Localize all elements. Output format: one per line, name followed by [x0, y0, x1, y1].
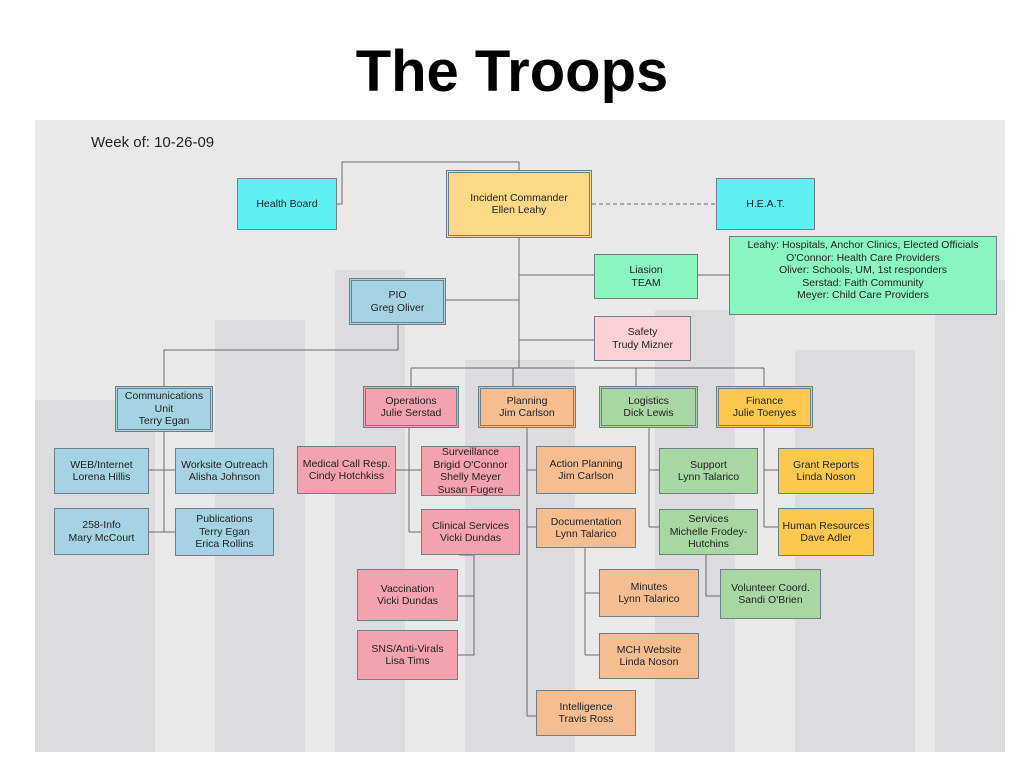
- background-building: [935, 280, 1005, 752]
- health-board-box: Health Board: [237, 178, 337, 230]
- medical-call-box: Medical Call Resp.Cindy Hotchkiss: [297, 446, 396, 494]
- volunteer-coord-box: Volunteer Coord.Sandi O'Brien: [720, 569, 821, 619]
- connector: [336, 161, 520, 205]
- page-title: The Troops: [355, 39, 669, 104]
- connector: [705, 555, 720, 597]
- connector: [458, 554, 475, 656]
- liaison-team-members-box: Leahy: Hospitals, Anchor Clinics, Electe…: [729, 236, 997, 315]
- heat-box: H.E.A.T.: [716, 178, 815, 230]
- week-label: Week of: 10-26-09: [91, 134, 215, 151]
- connector: [163, 325, 399, 386]
